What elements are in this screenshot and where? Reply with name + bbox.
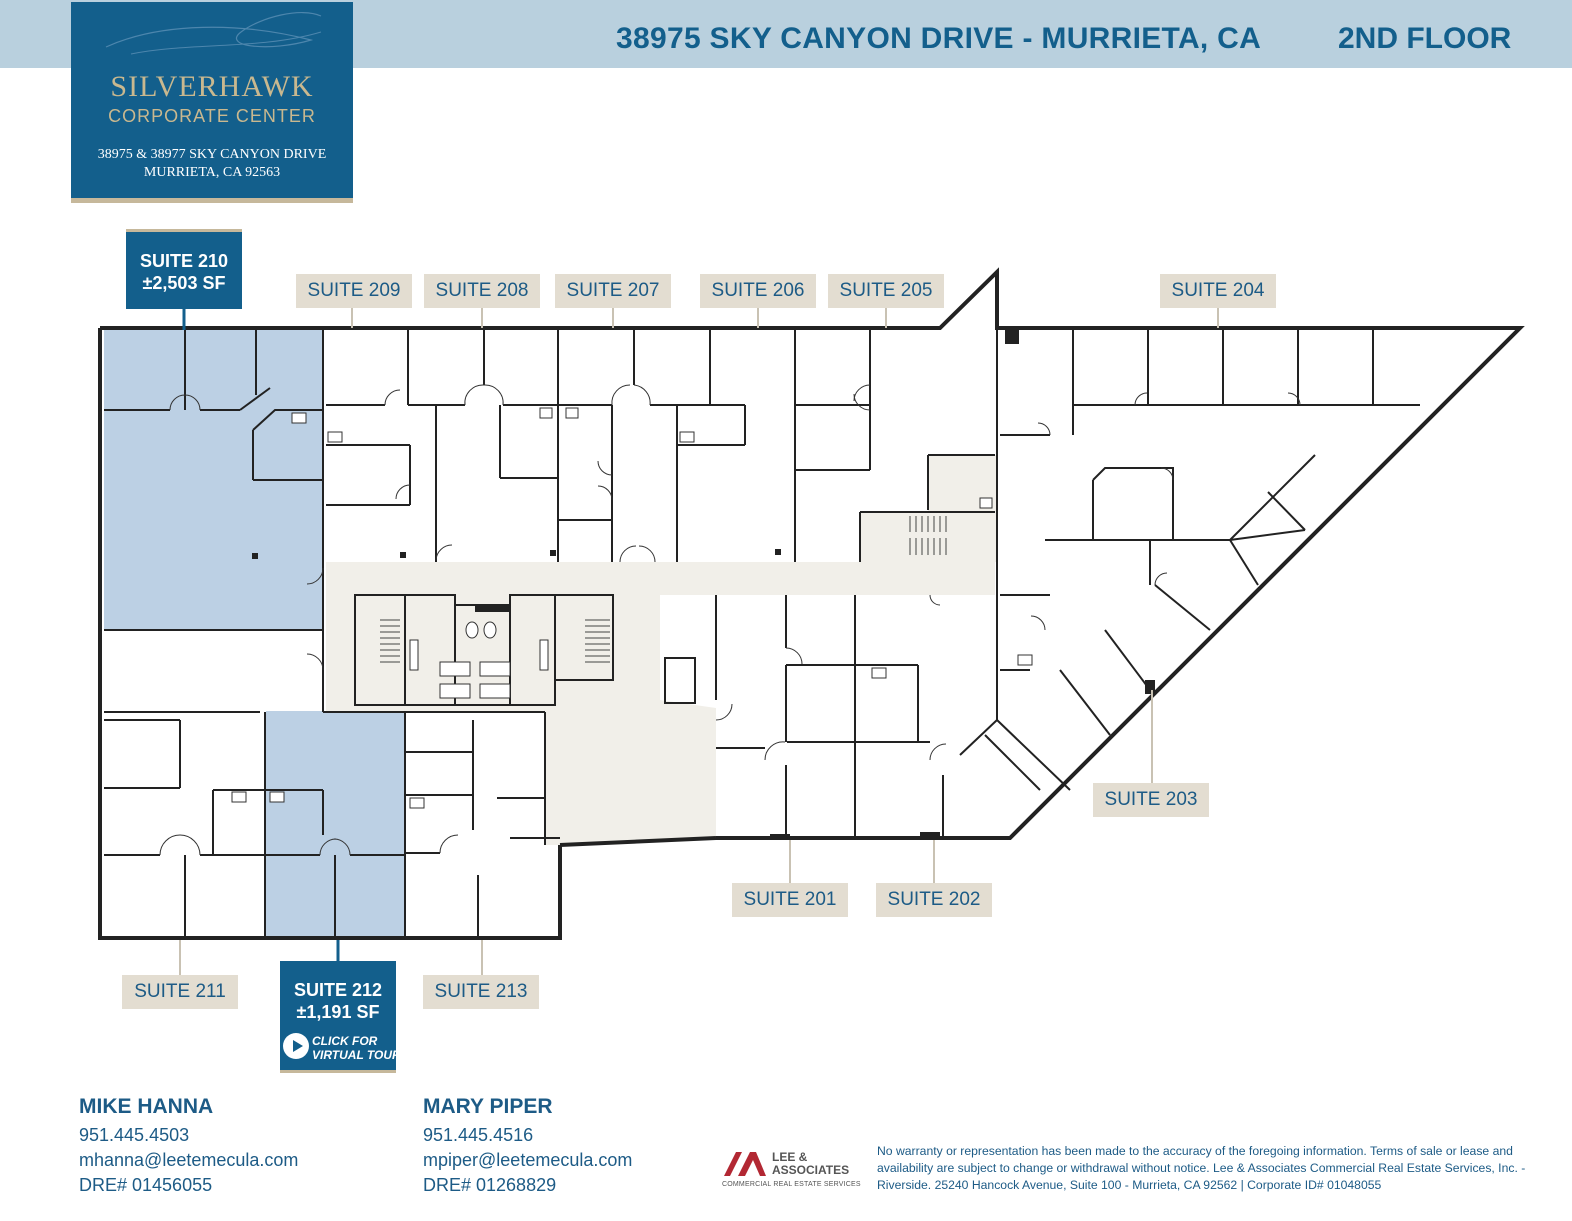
tour-label-line1: CLICK FOR	[312, 1034, 378, 1048]
columns	[252, 330, 1155, 839]
virtual-tour-button[interactable]: CLICK FOR VIRTUAL TOUR	[281, 1031, 401, 1065]
contact-email[interactable]: mpiper@leetemecula.com	[423, 1150, 633, 1170]
suite-205-tag: SUITE 205	[828, 274, 944, 308]
logo-name: SILVERHAWK	[110, 70, 314, 103]
suite-212-area: ±1,191 SF	[296, 1002, 380, 1022]
stairs	[380, 516, 947, 663]
door-swings	[159, 384, 1301, 856]
suite-210-label: SUITE 210	[139, 251, 229, 271]
logo-address-line1: 38975 & 38977 SKY CANYON DRIVE	[97, 147, 327, 162]
suite-203-tag: SUITE 203	[1093, 783, 1209, 817]
available-leaders	[182, 308, 340, 962]
interior-walls	[104, 328, 1420, 937]
suite-201-tag: SUITE 201	[732, 883, 848, 917]
wall-block	[475, 604, 510, 612]
suite-204-tag: SUITE 204	[1160, 274, 1276, 308]
common-corridor	[326, 562, 995, 845]
suite-207-tag: SUITE 207	[555, 274, 671, 308]
suite-210-callout[interactable]: SUITE 210 ±2,503 SF	[126, 229, 242, 309]
lee-mark-icon	[724, 1152, 766, 1176]
contact-mike-hanna: MIKE HANNA 951.445.4503 mhanna@leetemecu…	[79, 1095, 298, 1198]
suite-213-tag: SUITE 213	[423, 975, 539, 1009]
tour-label-line2: VIRTUAL TOUR	[312, 1048, 401, 1062]
suite-212-label: SUITE 212	[293, 980, 383, 1000]
suite-209-tag: SUITE 209	[296, 274, 412, 308]
logo-address-line2: MURRIETA, CA 92563	[143, 165, 281, 180]
suite-211-tag: SUITE 211	[122, 975, 238, 1009]
contact-email[interactable]: mhanna@leetemecula.com	[79, 1150, 299, 1170]
floor-label: 2ND FLOOR	[1338, 22, 1512, 55]
suite-208-tag: SUITE 208	[424, 274, 540, 308]
contact-dre: DRE# 01456055	[79, 1175, 213, 1195]
disclaimer: No warranty or representation has been m…	[877, 1144, 1526, 1192]
contact-mary-piper: MARY PIPER 951.445.4516 mpiper@leetemecu…	[423, 1095, 632, 1198]
fixtures	[231, 407, 1033, 809]
contact-phone[interactable]: 951.445.4516	[423, 1125, 534, 1145]
lee-associates-logo: LEE & ASSOCIATES COMMERCIAL REAL ESTATE …	[722, 1148, 862, 1194]
suite-202-tag: SUITE 202	[876, 883, 992, 917]
logo-subtitle: CORPORATE CENTER	[108, 106, 316, 126]
contact-name: MIKE HANNA	[79, 1095, 214, 1118]
lee-tagline: COMMERCIAL REAL ESTATE SERVICES	[722, 1181, 861, 1188]
silverhawk-logo: SILVERHAWK CORPORATE CENTER 38975 & 3897…	[71, 2, 353, 203]
contact-phone[interactable]: 951.445.4503	[79, 1125, 190, 1145]
suite-212-callout[interactable]: SUITE 212 ±1,191 SF	[280, 961, 396, 1073]
building-address: 38975 SKY CANYON DRIVE - MURRIETA, CA	[616, 22, 1262, 55]
contact-name: MARY PIPER	[423, 1095, 553, 1118]
lee-name-line2: ASSOCIATES	[772, 1163, 850, 1177]
suite-210-area: ±2,503 SF	[142, 273, 226, 293]
leader-lines	[179, 308, 1219, 976]
suite-206-tag: SUITE 206	[700, 274, 816, 308]
swoosh-icon	[105, 12, 322, 55]
lee-name-line1: LEE &	[772, 1150, 808, 1164]
play-icon	[283, 1033, 309, 1059]
contact-dre: DRE# 01268829	[423, 1175, 557, 1195]
